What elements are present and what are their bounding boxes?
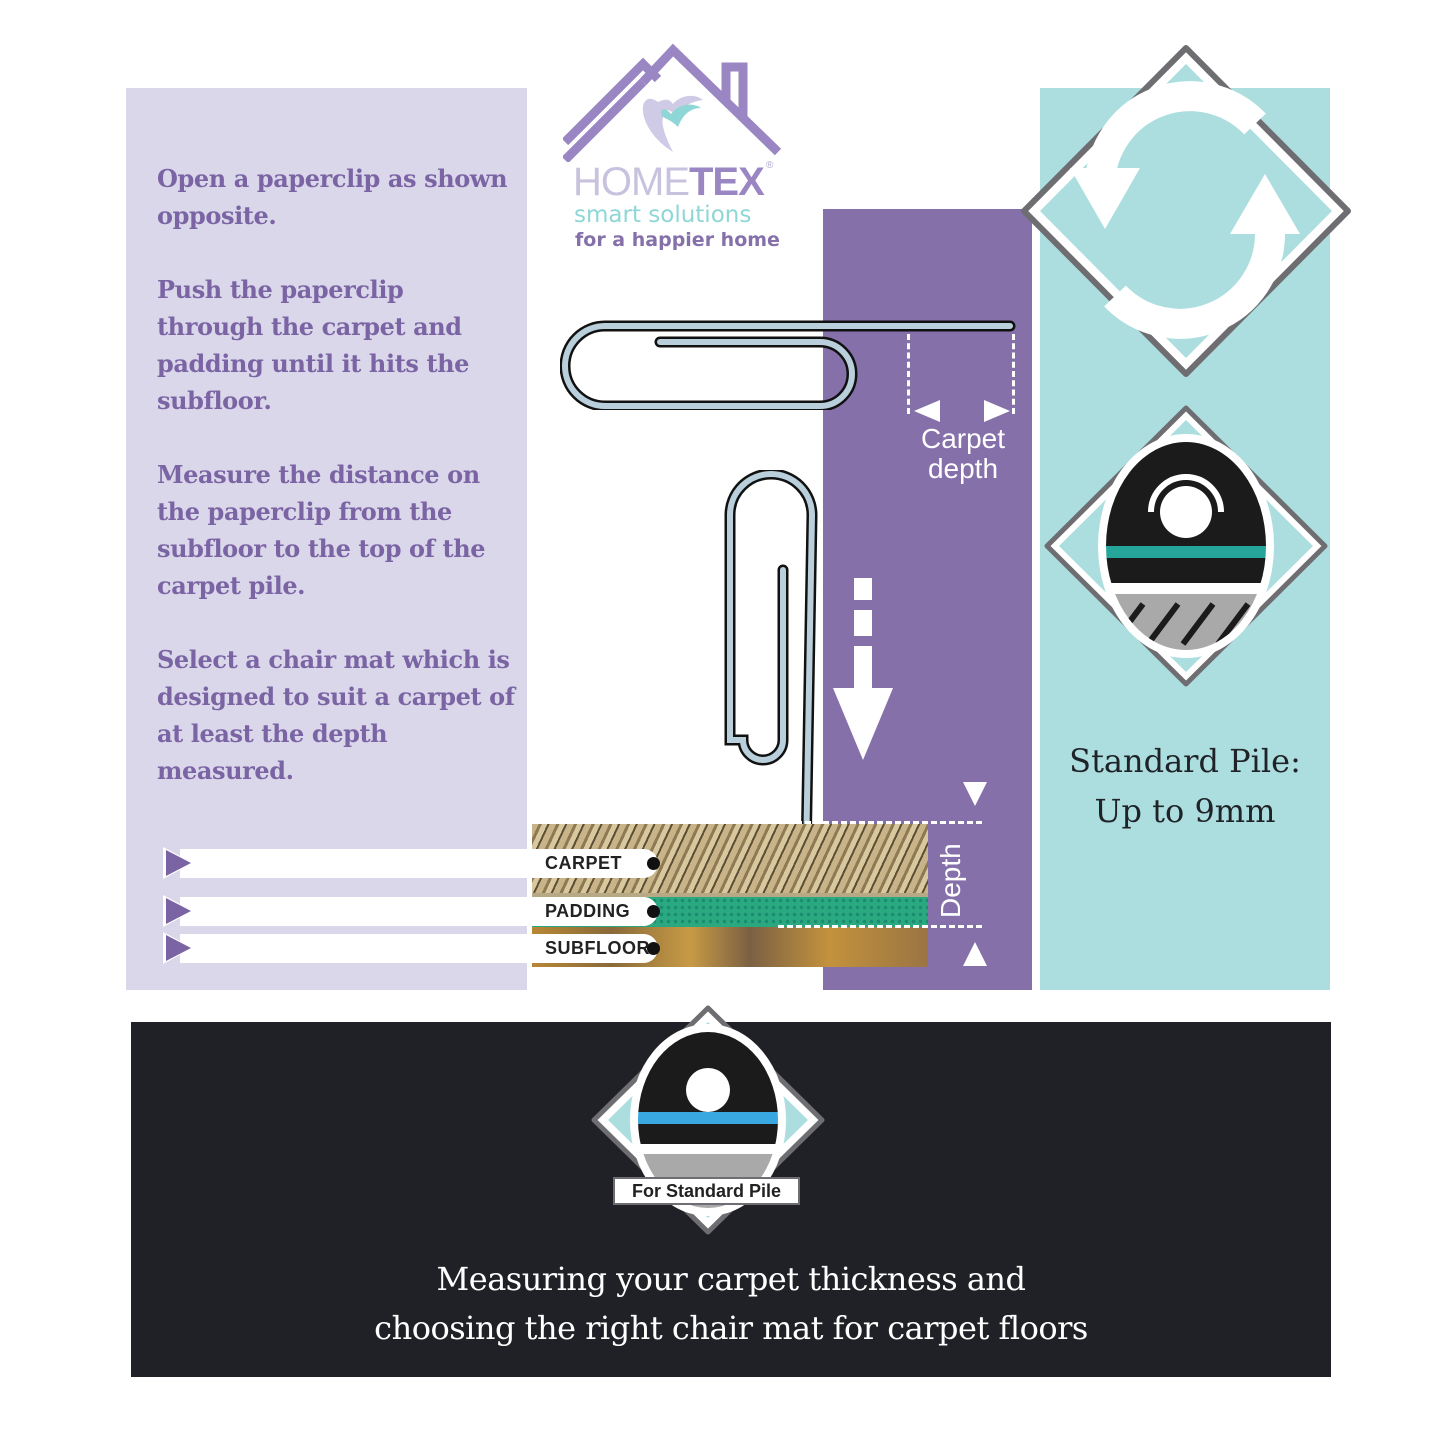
depth-down-arrow-icon (963, 782, 987, 806)
carpet-depth-arrows-icon (914, 400, 1010, 422)
brand-tagline-1: smart solutions (574, 202, 752, 228)
instruction-step-4: Select a chair mat which is designed to … (157, 645, 515, 785)
pile-depth-text: Standard Pile: Up to 9mm (1040, 736, 1330, 836)
house-logo-icon (563, 43, 782, 162)
paperclip-open-icon (724, 470, 818, 921)
carpet-depth-dash-right (1012, 334, 1015, 414)
standard-pile-icon (1044, 405, 1328, 687)
instruction-step-2: Push the paperclip through the carpet an… (157, 275, 470, 415)
pile-max-depth: Up to 9mm (1094, 792, 1276, 830)
instructions-panel (126, 88, 527, 990)
footer-title: Measuring your carpet thickness and choo… (374, 1260, 1088, 1347)
subfloor-tag: SUBFLOOR (530, 934, 660, 963)
pile-type: Standard Pile: (1069, 742, 1301, 780)
standard-pile-badge-icon (591, 1005, 825, 1235)
subfloor-label-bar (180, 934, 540, 963)
carpet-depth-label: Carpet depth (920, 423, 1006, 484)
carpet-depth-dash-left (907, 334, 910, 414)
paperclip-closed-icon (560, 320, 1016, 410)
subfloor-arrow-icon (166, 935, 191, 961)
padding-label-bar (180, 897, 540, 926)
padding-dot-icon (647, 905, 660, 918)
rotate-arrows-icon (1021, 45, 1351, 377)
padding-arrow-icon (166, 898, 191, 924)
push-down-arrow-icon (833, 578, 893, 760)
brand-logo-text: HOMETEX (573, 160, 765, 204)
depth-bottom-dash (778, 925, 982, 928)
carpet-arrow-icon (166, 850, 191, 876)
padding-tag: PADDING (530, 897, 660, 926)
depth-up-arrow-icon (963, 942, 987, 966)
instructions-text: Open a paperclip as shown opposite. Push… (157, 160, 517, 826)
instruction-step-1: Open a paperclip as shown opposite. (157, 164, 508, 230)
carpet-dot-icon (647, 857, 660, 870)
carpet-backing (532, 893, 928, 897)
subfloor-dot-icon (647, 942, 660, 955)
registered-mark: ® (766, 160, 774, 171)
carpet-label-bar (180, 849, 540, 878)
standard-pile-badge-label: For Standard Pile (613, 1177, 800, 1205)
instruction-step-3: Measure the distance on the paperclip fr… (157, 460, 486, 600)
brand-tagline-2: for a happier home (575, 229, 780, 251)
depth-label: Depth (935, 843, 966, 918)
depth-top-dash (796, 821, 982, 824)
carpet-tag: CARPET (530, 849, 660, 878)
